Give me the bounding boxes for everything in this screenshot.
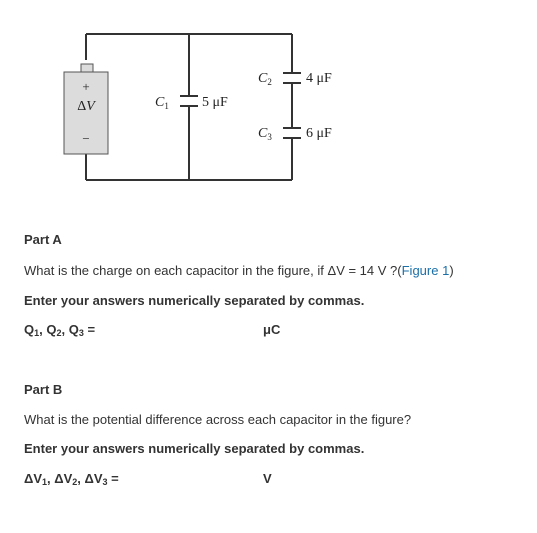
capacitor-c2 [283, 72, 301, 84]
circuit-figure: + ΔV − C1 5 μF C2 4 μF C3 6 μF [63, 33, 332, 181]
c3-label: C3 [258, 126, 272, 142]
part-b-title: Part B [24, 382, 63, 397]
part-b-unit: V [263, 471, 272, 486]
part-b-answer-label: ΔV1, ΔV2, ΔV3 = [24, 471, 119, 487]
c3-value: 6 μF [306, 126, 332, 141]
part-b-question: What is the potential difference across … [24, 412, 412, 427]
part-a-question-text: What is the charge on each capacitor in … [24, 263, 328, 278]
figure-1-link[interactable]: Figure 1 [401, 263, 450, 278]
c1-label: C1 [155, 95, 169, 111]
part-a-unit: μC [263, 322, 281, 337]
part-a-question: What is the charge on each capacitor in … [24, 263, 454, 278]
circuit-wires [85, 33, 293, 181]
battery [63, 63, 109, 155]
battery-minus-sign: − [82, 131, 89, 146]
c1-value: 5 μF [202, 95, 228, 110]
part-a-question-close: ) [449, 263, 454, 278]
part-a-instruction: Enter your answers numerically separated… [24, 293, 365, 308]
part-a-title: Part A [24, 232, 62, 247]
capacitor-c3 [283, 127, 301, 139]
part-b-instruction: Enter your answers numerically separated… [24, 441, 365, 456]
c2-value: 4 μF [306, 71, 332, 86]
part-a-question-math: ΔV = 14 V ?( [327, 263, 402, 278]
battery-label: ΔV [77, 99, 96, 114]
capacitor-c1 [180, 95, 198, 107]
battery-plus-sign: + [82, 79, 89, 94]
c2-label: C2 [258, 71, 272, 87]
part-a-answer-label: Q1, Q2, Q3 = [24, 322, 96, 338]
